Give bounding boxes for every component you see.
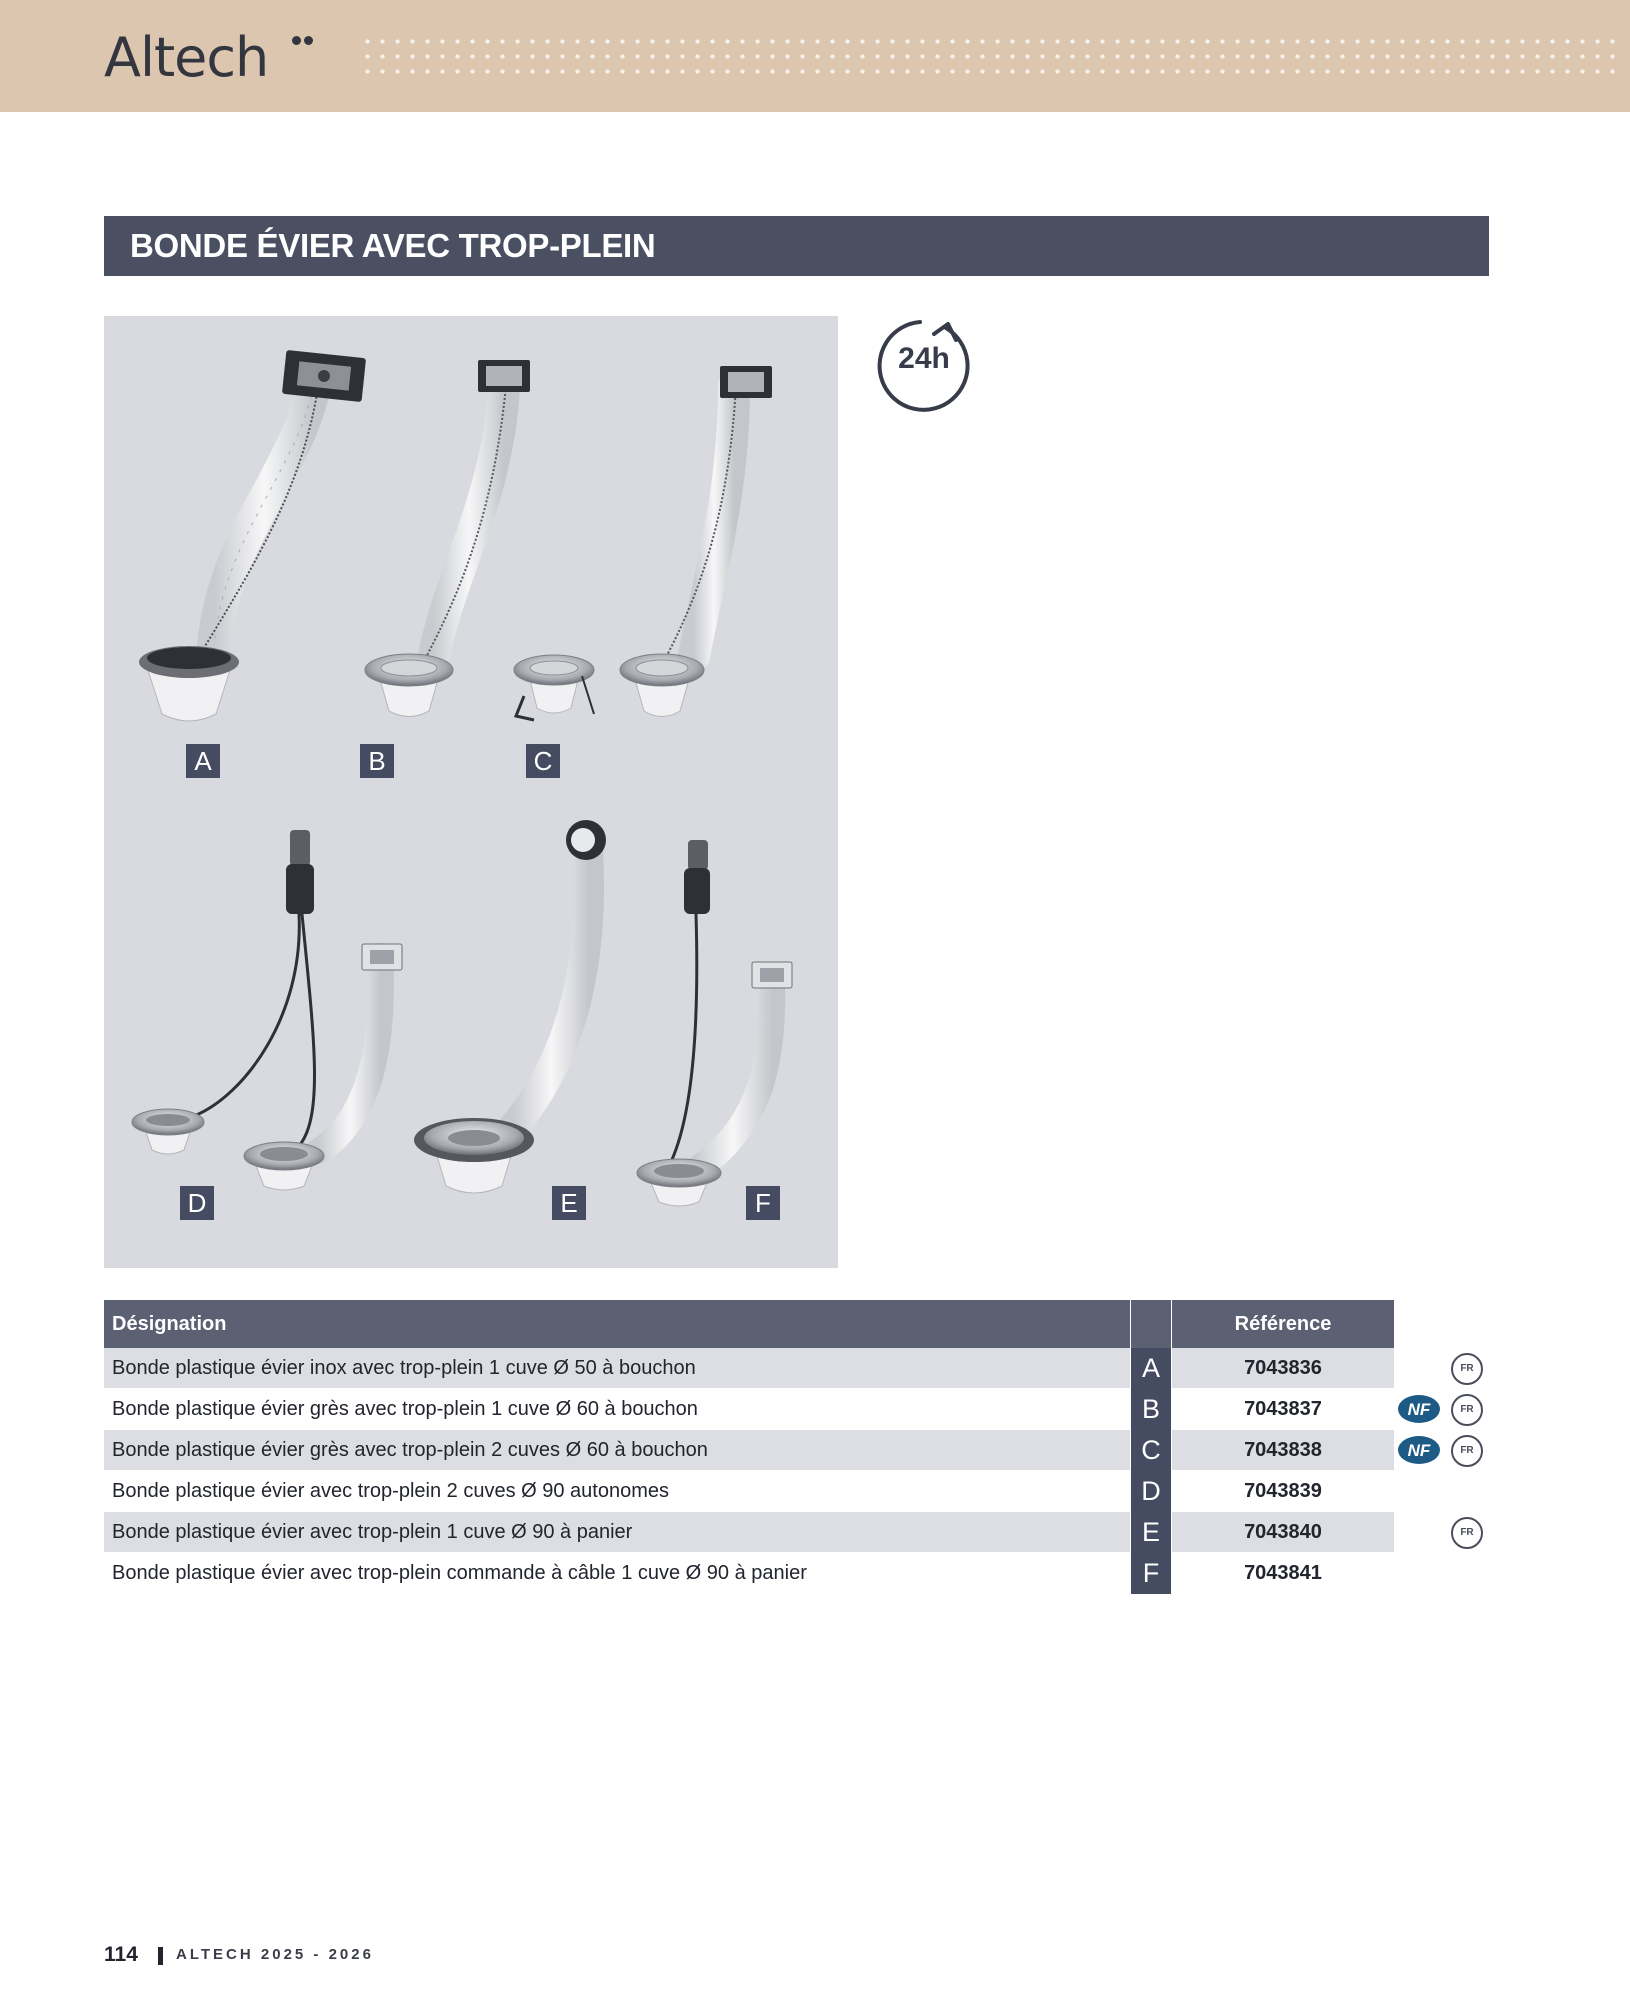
cell-designation: Bonde plastique évier avec trop-plein 2 … xyxy=(112,1480,670,1502)
table-row: Bonde plastique évier avec trop-plein co… xyxy=(104,1553,1489,1594)
section-title: BONDE ÉVIER AVEC TROP-PLEIN xyxy=(104,216,1489,276)
column-header-letter xyxy=(1131,1300,1171,1348)
column-header-designation: Désignation xyxy=(104,1300,1130,1348)
page-number: 114 xyxy=(104,1943,138,1966)
cell-reference: 7043836 xyxy=(1172,1348,1394,1388)
made-in-france-icon: FR xyxy=(1451,1353,1483,1385)
cell-designation: Bonde plastique évier avec trop-plein co… xyxy=(112,1562,807,1584)
product-c-illustration xyxy=(513,366,772,722)
cell-letter: F xyxy=(1131,1553,1171,1594)
refresh-circle-icon xyxy=(877,320,970,412)
product-e-illustration xyxy=(414,820,606,1194)
table-row: Bonde plastique évier grès avec trop-ple… xyxy=(104,1430,1489,1471)
cell-reference: 7043840 xyxy=(1172,1512,1394,1552)
column-header-reference: Référence xyxy=(1172,1300,1394,1348)
made-in-france-icon: FR xyxy=(1451,1394,1483,1426)
table-row: Bonde plastique évier grès avec trop-ple… xyxy=(104,1389,1489,1430)
product-label-b: B xyxy=(360,744,394,778)
cell-reference: 7043838 xyxy=(1172,1430,1394,1470)
cell-reference: 7043839 xyxy=(1244,1480,1322,1502)
product-label-f: F xyxy=(746,1186,780,1220)
product-b-illustration xyxy=(364,360,530,717)
delivery-24h-badge: 24h xyxy=(876,316,976,416)
product-label-a: A xyxy=(186,744,220,778)
product-d-illustration xyxy=(131,830,403,1191)
product-illustrations xyxy=(131,350,793,1207)
cell-letter: C xyxy=(1131,1430,1171,1471)
product-table: Désignation Référence Bonde plastique év… xyxy=(104,1300,1489,1594)
dot-pattern-decoration xyxy=(360,34,1620,84)
product-label-e: E xyxy=(552,1186,586,1220)
svg-text:NF: NF xyxy=(1408,1441,1431,1460)
table-row: Bonde plastique évier avec trop-plein 1 … xyxy=(104,1512,1489,1553)
cell-letter: A xyxy=(1131,1348,1171,1389)
svg-text:NF: NF xyxy=(1408,1400,1431,1419)
cell-reference: 7043841 xyxy=(1244,1562,1322,1584)
product-a-illustration xyxy=(139,350,366,722)
cell-designation: Bonde plastique évier avec trop-plein 1 … xyxy=(104,1512,1130,1552)
made-in-france-icon: FR xyxy=(1451,1517,1483,1549)
cell-designation: Bonde plastique évier inox avec trop-ple… xyxy=(104,1348,1130,1388)
cell-designation: Bonde plastique évier grès avec trop-ple… xyxy=(104,1430,1130,1470)
footer-catalog-title: ALTECH 2025 - 2026 xyxy=(176,1946,374,1963)
footer-separator xyxy=(158,1947,163,1965)
product-f-illustration xyxy=(636,840,793,1207)
badge-24h-label: 24h xyxy=(898,342,950,375)
brand-logo: Altech xyxy=(104,26,269,89)
table-row: Bonde plastique évier avec trop-plein 2 … xyxy=(104,1471,1489,1512)
product-image-panel: A B C D E F xyxy=(104,316,838,1268)
nf-certification-icon: NF xyxy=(1398,1436,1440,1464)
header-band: Altech xyxy=(0,0,1630,112)
cell-reference: 7043837 xyxy=(1244,1398,1322,1420)
logo-dots-icon xyxy=(292,36,314,46)
table-body: Bonde plastique évier inox avec trop-ple… xyxy=(104,1348,1489,1594)
product-label-c: C xyxy=(526,744,560,778)
cell-letter: D xyxy=(1131,1471,1171,1512)
table-header: Désignation Référence xyxy=(104,1300,1489,1348)
cell-letter: B xyxy=(1131,1389,1171,1430)
nf-certification-icon: NF xyxy=(1398,1395,1440,1423)
table-row: Bonde plastique évier inox avec trop-ple… xyxy=(104,1348,1489,1389)
cell-letter: E xyxy=(1131,1512,1171,1553)
cell-designation: Bonde plastique évier grès avec trop-ple… xyxy=(112,1398,698,1420)
made-in-france-icon: FR xyxy=(1451,1435,1483,1467)
product-label-d: D xyxy=(180,1186,214,1220)
